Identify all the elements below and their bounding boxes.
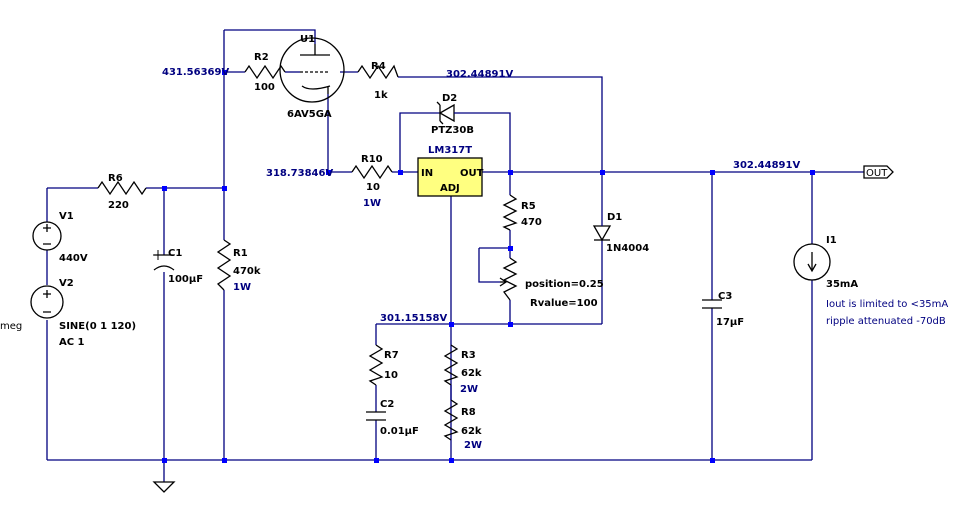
r6-value: 220 <box>108 200 129 211</box>
r3-power: 2W <box>460 384 478 395</box>
regulator-lm317t[interactable] <box>417 157 483 197</box>
r2-value: 100 <box>254 82 275 93</box>
pot-position: position=0.25 <box>525 279 604 290</box>
r1-value: 470k <box>233 266 261 277</box>
cut-label: meg <box>0 321 22 332</box>
voltage-source-v1[interactable] <box>32 221 62 251</box>
ground-icon <box>152 481 176 493</box>
u1-name: U1 <box>300 34 315 45</box>
wires <box>46 29 864 482</box>
i1-name: I1 <box>826 235 837 246</box>
junctions <box>162 70 815 463</box>
resistor-r10[interactable] <box>351 164 393 180</box>
u1-value: 6AV5GA <box>287 109 332 120</box>
net-label-adj: 301.15158V <box>380 313 447 324</box>
c2-name: C2 <box>380 399 394 410</box>
capacitor-c1[interactable] <box>153 250 175 271</box>
resistor-r2[interactable] <box>244 64 286 80</box>
r5-value: 470 <box>521 217 542 228</box>
resistor-r7[interactable] <box>368 344 384 386</box>
resistor-r4[interactable] <box>357 64 399 80</box>
resistor-r8[interactable] <box>443 399 459 441</box>
v2-ac: AC 1 <box>59 337 85 348</box>
net-label-plate: 431.56369V <box>162 67 229 78</box>
potentiometer[interactable] <box>499 257 518 301</box>
u2-pin-in: IN <box>421 168 433 179</box>
u2-name: LM317T <box>428 145 472 156</box>
c1-value: 100µF <box>168 274 203 285</box>
v2-value: SINE(0 1 120) <box>59 321 136 332</box>
d2-name: D2 <box>442 93 457 104</box>
r7-name: R7 <box>384 350 399 361</box>
u2-pin-adj: ADJ <box>440 183 460 194</box>
d2-value: PTZ30B <box>431 125 474 136</box>
r4-value: 1k <box>374 90 388 101</box>
d1-value: 1N4004 <box>606 243 649 254</box>
v1-name: V1 <box>59 211 74 222</box>
diode-d1[interactable] <box>592 212 612 242</box>
output-port-label: OUT <box>866 168 888 179</box>
r3-value: 62k <box>461 368 482 379</box>
capacitor-c2[interactable] <box>366 411 386 421</box>
r1-power: 1W <box>233 282 251 293</box>
note-line-1: Iout is limited to <35mA <box>826 299 948 310</box>
r10-value: 10 <box>366 182 380 193</box>
v1-value: 440V <box>59 253 88 264</box>
net-label-r4-node: 302.44891V <box>446 69 513 80</box>
r8-power: 2W <box>464 440 482 451</box>
r5-name: R5 <box>521 201 536 212</box>
current-source-i1[interactable] <box>793 243 831 281</box>
r4-name: R4 <box>371 61 386 72</box>
net-label-cathode: 318.73846V <box>266 168 333 179</box>
c1-name: C1 <box>168 248 182 259</box>
r3-name: R3 <box>461 350 476 361</box>
net-label-output: 302.44891V <box>733 160 800 171</box>
resistor-r6[interactable] <box>97 180 147 196</box>
d1-name: D1 <box>607 212 622 223</box>
resistor-r1[interactable] <box>216 239 232 291</box>
resistor-r5[interactable] <box>502 194 518 231</box>
zener-diode-d2[interactable] <box>436 101 460 125</box>
i1-value: 35mA <box>826 279 858 290</box>
capacitor-c3[interactable] <box>702 299 722 309</box>
r8-value: 62k <box>461 426 482 437</box>
voltage-source-v2[interactable] <box>30 285 64 319</box>
r2-name: R2 <box>254 52 269 63</box>
r10-name: R10 <box>361 154 383 165</box>
resistor-r3[interactable] <box>443 344 459 386</box>
r1-name: R1 <box>233 248 248 259</box>
r7-value: 10 <box>384 370 398 381</box>
output-port[interactable] <box>863 165 894 179</box>
r10-power: 1W <box>363 198 381 209</box>
v2-name: V2 <box>59 278 74 289</box>
pot-rvalue: Rvalue=100 <box>530 298 598 309</box>
c3-value: 17µF <box>716 317 744 328</box>
c2-value: 0.01µF <box>380 426 419 437</box>
u2-pin-out: OUT <box>460 168 484 179</box>
r6-name: R6 <box>108 173 123 184</box>
c3-name: C3 <box>718 291 732 302</box>
r8-name: R8 <box>461 407 476 418</box>
vacuum-tube-u1[interactable] <box>279 37 345 103</box>
note-line-2: ripple attenuated -70dB <box>826 316 946 327</box>
